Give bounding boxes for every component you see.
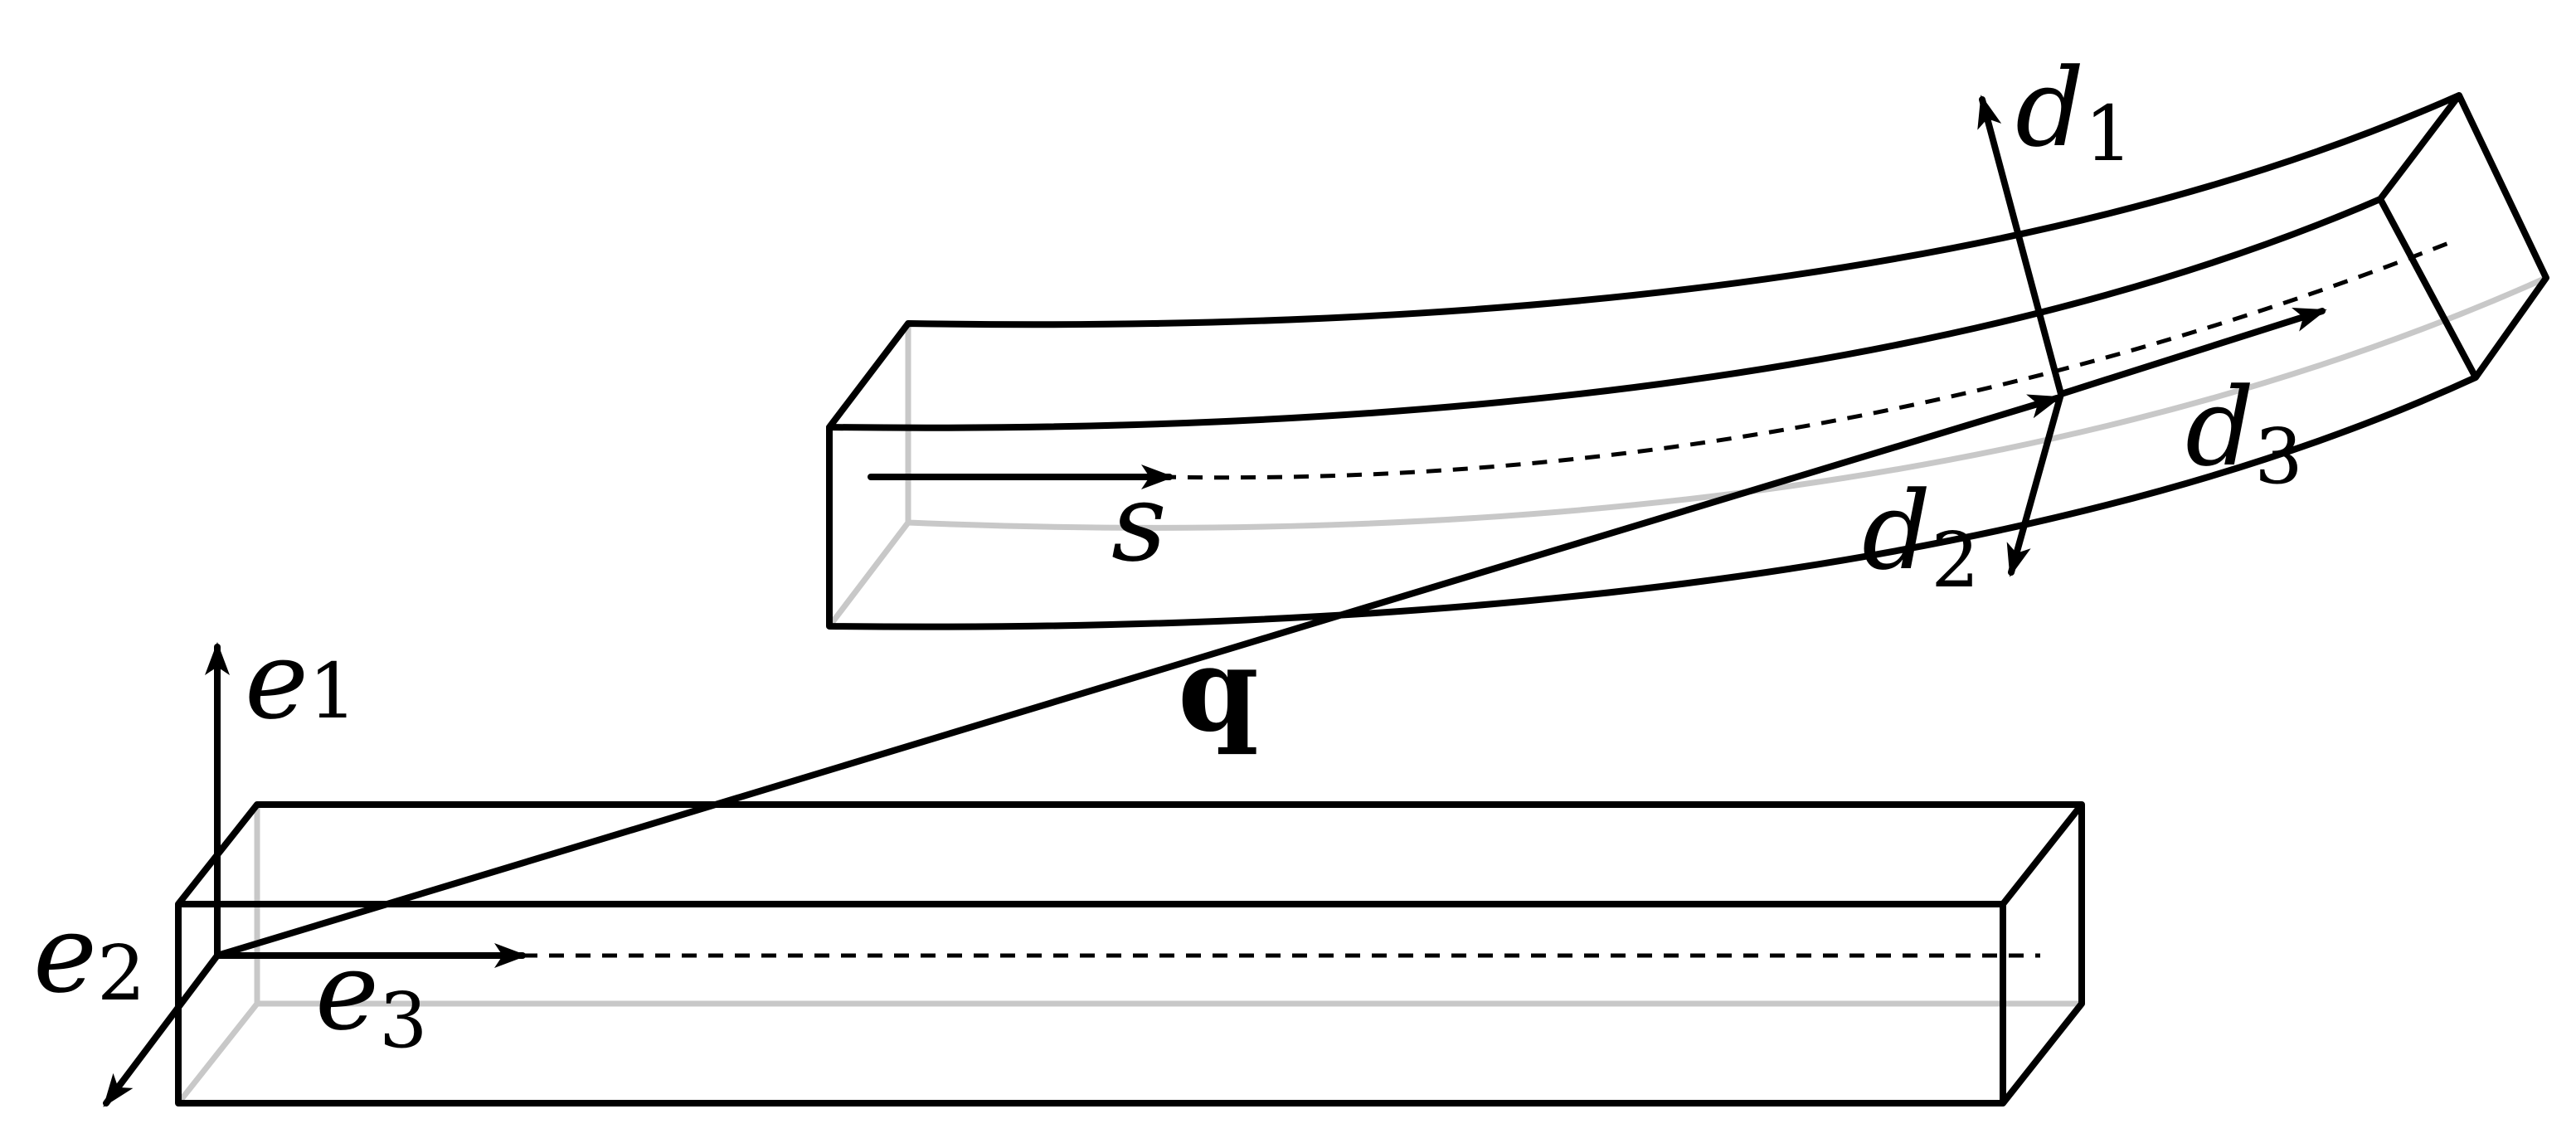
d1-arrow — [1977, 95, 2064, 397]
d2-label: d2 — [1862, 468, 1980, 605]
e3-label: e3 — [315, 928, 427, 1065]
deformed-rod-outline — [826, 92, 2549, 630]
deformed-rod-centerline — [1160, 238, 2456, 480]
e2-arrow — [103, 952, 221, 1107]
d2-arrow — [2006, 391, 2064, 577]
q-label: q — [1178, 622, 1259, 758]
d3-arrow — [2058, 307, 2327, 397]
q-arrow — [214, 394, 2062, 959]
e2-label: e2 — [33, 891, 145, 1018]
s-label: s — [1111, 460, 1167, 586]
d3-label: d3 — [2185, 364, 2303, 501]
e1-label: e1 — [245, 617, 357, 743]
deformed-rod-hidden-edges — [826, 275, 2549, 630]
deformed-rod — [826, 92, 2549, 630]
d1-label: d1 — [2015, 45, 2133, 178]
